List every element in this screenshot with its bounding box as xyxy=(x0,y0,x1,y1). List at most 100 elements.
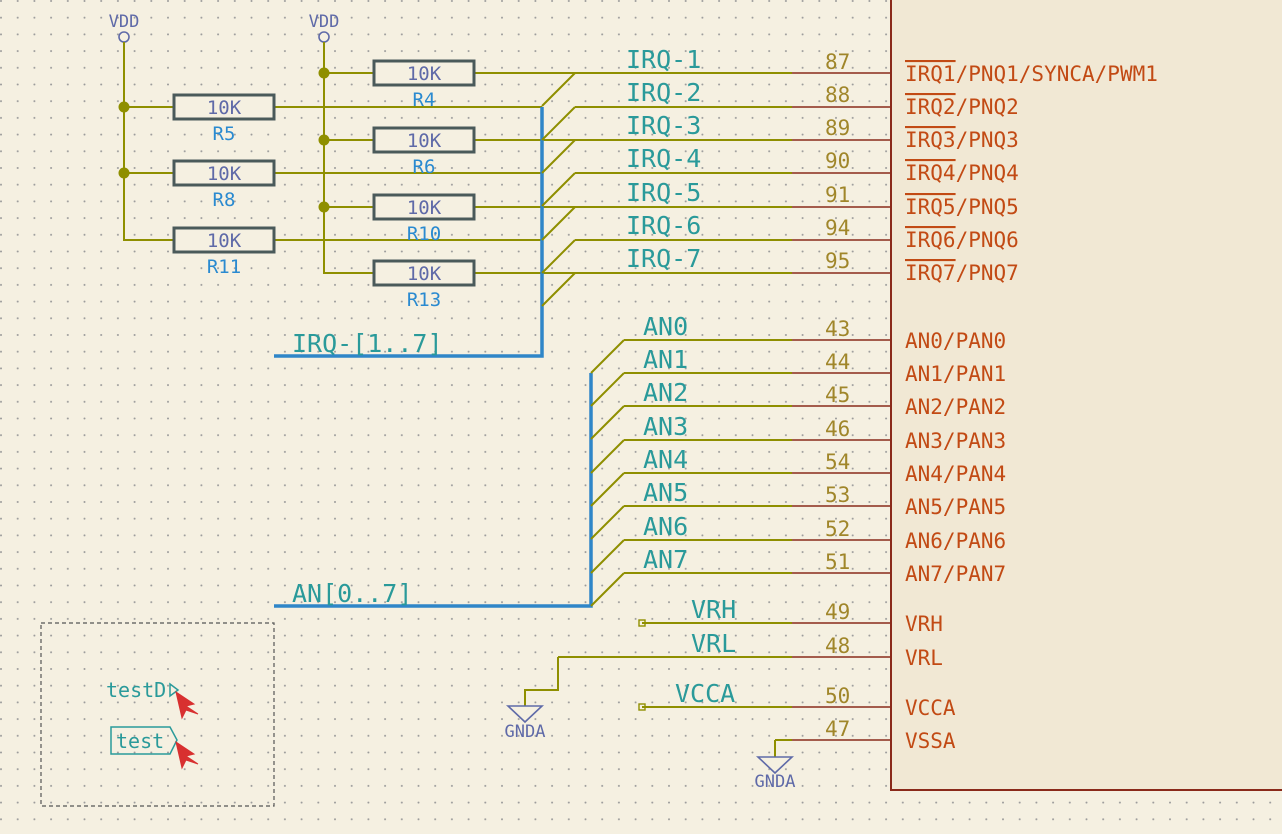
power-pin-vcca[interactable]: VCCA 50 VCCA xyxy=(675,679,956,720)
vdd-rail-right[interactable] xyxy=(323,42,375,274)
pin-name: VRL xyxy=(905,646,943,670)
net-label: IRQ-3 xyxy=(626,111,701,140)
power-pin-lines xyxy=(792,622,891,741)
irq-pin-3[interactable]: IRQ-3 89 IRQ3/PNQ3 xyxy=(626,111,1019,152)
resistor-value: 10K xyxy=(407,63,442,85)
irq-pin-5[interactable]: IRQ-5 91 IRQ5/PNQ5 xyxy=(626,178,1019,219)
pin-name: IRQ6/PNQ6 xyxy=(905,228,1019,252)
net-label: IRQ-6 xyxy=(626,211,701,240)
pin-name: AN3/PAN3 xyxy=(905,429,1006,453)
pin-name: IRQ4/PNQ4 xyxy=(905,161,1019,185)
pin-number: 46 xyxy=(825,417,850,441)
label-test[interactable]: test xyxy=(110,726,199,770)
pin-name: VRH xyxy=(905,612,943,636)
an-bus-label: AN[0..7] xyxy=(292,579,412,608)
irq-pin-2[interactable]: IRQ-2 88 IRQ2/PNQ2 xyxy=(626,78,1019,119)
pin-number: 91 xyxy=(825,183,850,207)
net-label: IRQ-7 xyxy=(626,244,701,273)
resistor-r13[interactable]: 10K R13 xyxy=(372,259,476,311)
an-pin-1[interactable]: AN1 44 AN1/PAN1 xyxy=(643,345,1006,386)
irq-bus[interactable] xyxy=(274,107,544,358)
pin-number: 52 xyxy=(825,517,850,541)
resistor-ref: R11 xyxy=(207,256,241,278)
test-group-box[interactable] xyxy=(40,622,275,807)
pin-name: IRQ3/PNQ3 xyxy=(905,128,1019,152)
irq-pin-7[interactable]: IRQ-7 95 IRQ7/PNQ7 xyxy=(626,244,1019,285)
pin-name: VCCA xyxy=(905,696,956,720)
resistor-value: 10K xyxy=(407,130,442,152)
pin-number: 95 xyxy=(825,249,850,273)
pin-name: AN4/PAN4 xyxy=(905,462,1006,486)
irq-pin-1[interactable]: IRQ-1 87 IRQ1/PNQ1/SYNCA/PWM1 xyxy=(626,45,1158,86)
pin-name: IRQ7/PNQ7 xyxy=(905,261,1019,285)
resistor-r11[interactable]: 10K R11 xyxy=(172,226,276,278)
net-label: AN6 xyxy=(643,512,688,541)
ic-body[interactable] xyxy=(890,0,1282,791)
pin-name: IRQ5/PNQ5 xyxy=(905,195,1019,219)
net-label: IRQ-1 xyxy=(626,45,701,74)
gnda-symbol-2[interactable]: GNDA xyxy=(755,756,796,792)
an-pin-3[interactable]: AN3 46 AN3/PAN3 xyxy=(643,412,1006,453)
pin-name: AN6/PAN6 xyxy=(905,529,1006,553)
resistor-ref: R5 xyxy=(213,123,236,145)
pin-number: 88 xyxy=(825,83,850,107)
gnda-symbol-1[interactable]: GNDA xyxy=(505,705,546,742)
pin-number: 44 xyxy=(825,350,850,374)
vdd-label-right: VDD xyxy=(309,12,340,32)
resistor-r10[interactable]: 10K R10 xyxy=(372,193,476,245)
no-connect-flag-vrh xyxy=(638,619,646,627)
cursor-arrow-icon xyxy=(175,740,199,770)
resistor-r8[interactable]: 10K R8 xyxy=(172,159,276,211)
resistor-value: 10K xyxy=(407,263,442,285)
an-pin-2[interactable]: AN2 45 AN2/PAN2 xyxy=(643,378,1006,419)
pin-number: 45 xyxy=(825,383,850,407)
net-label: AN0 xyxy=(643,312,688,341)
an-pin-7[interactable]: AN7 51 AN7/PAN7 xyxy=(643,545,1006,586)
resistor-ref: R6 xyxy=(413,156,436,178)
irq-bus-label: IRQ-[1..7] xyxy=(292,329,443,358)
label-testd[interactable]: testD xyxy=(106,678,199,720)
resistor-ref: R13 xyxy=(407,289,441,311)
net-label: IRQ-4 xyxy=(626,144,701,173)
net-label: AN7 xyxy=(643,545,688,574)
resistor-ref: R8 xyxy=(213,189,236,211)
resistor-ref: R10 xyxy=(407,223,441,245)
pin-name: AN2/PAN2 xyxy=(905,395,1006,419)
power-pin-vrl[interactable]: VRL 48 VRL xyxy=(691,629,943,670)
net-label: VRL xyxy=(691,629,736,658)
pin-number: 48 xyxy=(825,634,850,658)
net-label: AN3 xyxy=(643,412,688,441)
power-net-wires xyxy=(524,622,792,757)
pin-number: 87 xyxy=(825,50,850,74)
an-pin-4[interactable]: AN4 54 AN4/PAN4 xyxy=(643,445,1006,486)
gnda-label: GNDA xyxy=(505,722,546,742)
an-pin-5[interactable]: AN5 53 AN5/PAN5 xyxy=(643,478,1006,519)
pin-number: 94 xyxy=(825,216,850,240)
power-pin-vrh[interactable]: VRH 49 VRH xyxy=(691,595,943,636)
resistor-r6[interactable]: 10K R6 xyxy=(372,126,476,178)
label-testd-text: testD xyxy=(106,678,166,702)
an-pin-0[interactable]: AN0 43 AN0/PAN0 xyxy=(643,312,1006,353)
net-label: AN5 xyxy=(643,478,688,507)
pin-number: 90 xyxy=(825,149,850,173)
an-pin-6[interactable]: AN6 52 AN6/PAN6 xyxy=(643,512,1006,553)
pin-name: AN1/PAN1 xyxy=(905,362,1006,386)
net-label: VRH xyxy=(691,595,736,624)
an-pin-lines xyxy=(792,339,891,574)
net-label: AN2 xyxy=(643,378,688,407)
power-pin-vssa[interactable]: 47 VSSA xyxy=(825,717,956,753)
irq-pin-4[interactable]: IRQ-4 90 IRQ4/PNQ4 xyxy=(626,144,1019,185)
pin-number: 89 xyxy=(825,116,850,140)
net-label: IRQ-2 xyxy=(626,78,701,107)
cursor-arrow-icon xyxy=(175,690,199,720)
irq-pin-lines xyxy=(792,72,891,274)
net-label: IRQ-5 xyxy=(626,178,701,207)
resistor-r4[interactable]: 10K R4 xyxy=(372,59,476,111)
irq-net-wires xyxy=(575,72,792,274)
irq-pin-6[interactable]: IRQ-6 94 IRQ6/PNQ6 xyxy=(626,211,1019,252)
resistor-feed-wires xyxy=(124,72,375,208)
pin-name: AN0/PAN0 xyxy=(905,329,1006,353)
resistor-r5[interactable]: 10K R5 xyxy=(172,93,276,145)
an-bus-entries xyxy=(590,339,625,607)
